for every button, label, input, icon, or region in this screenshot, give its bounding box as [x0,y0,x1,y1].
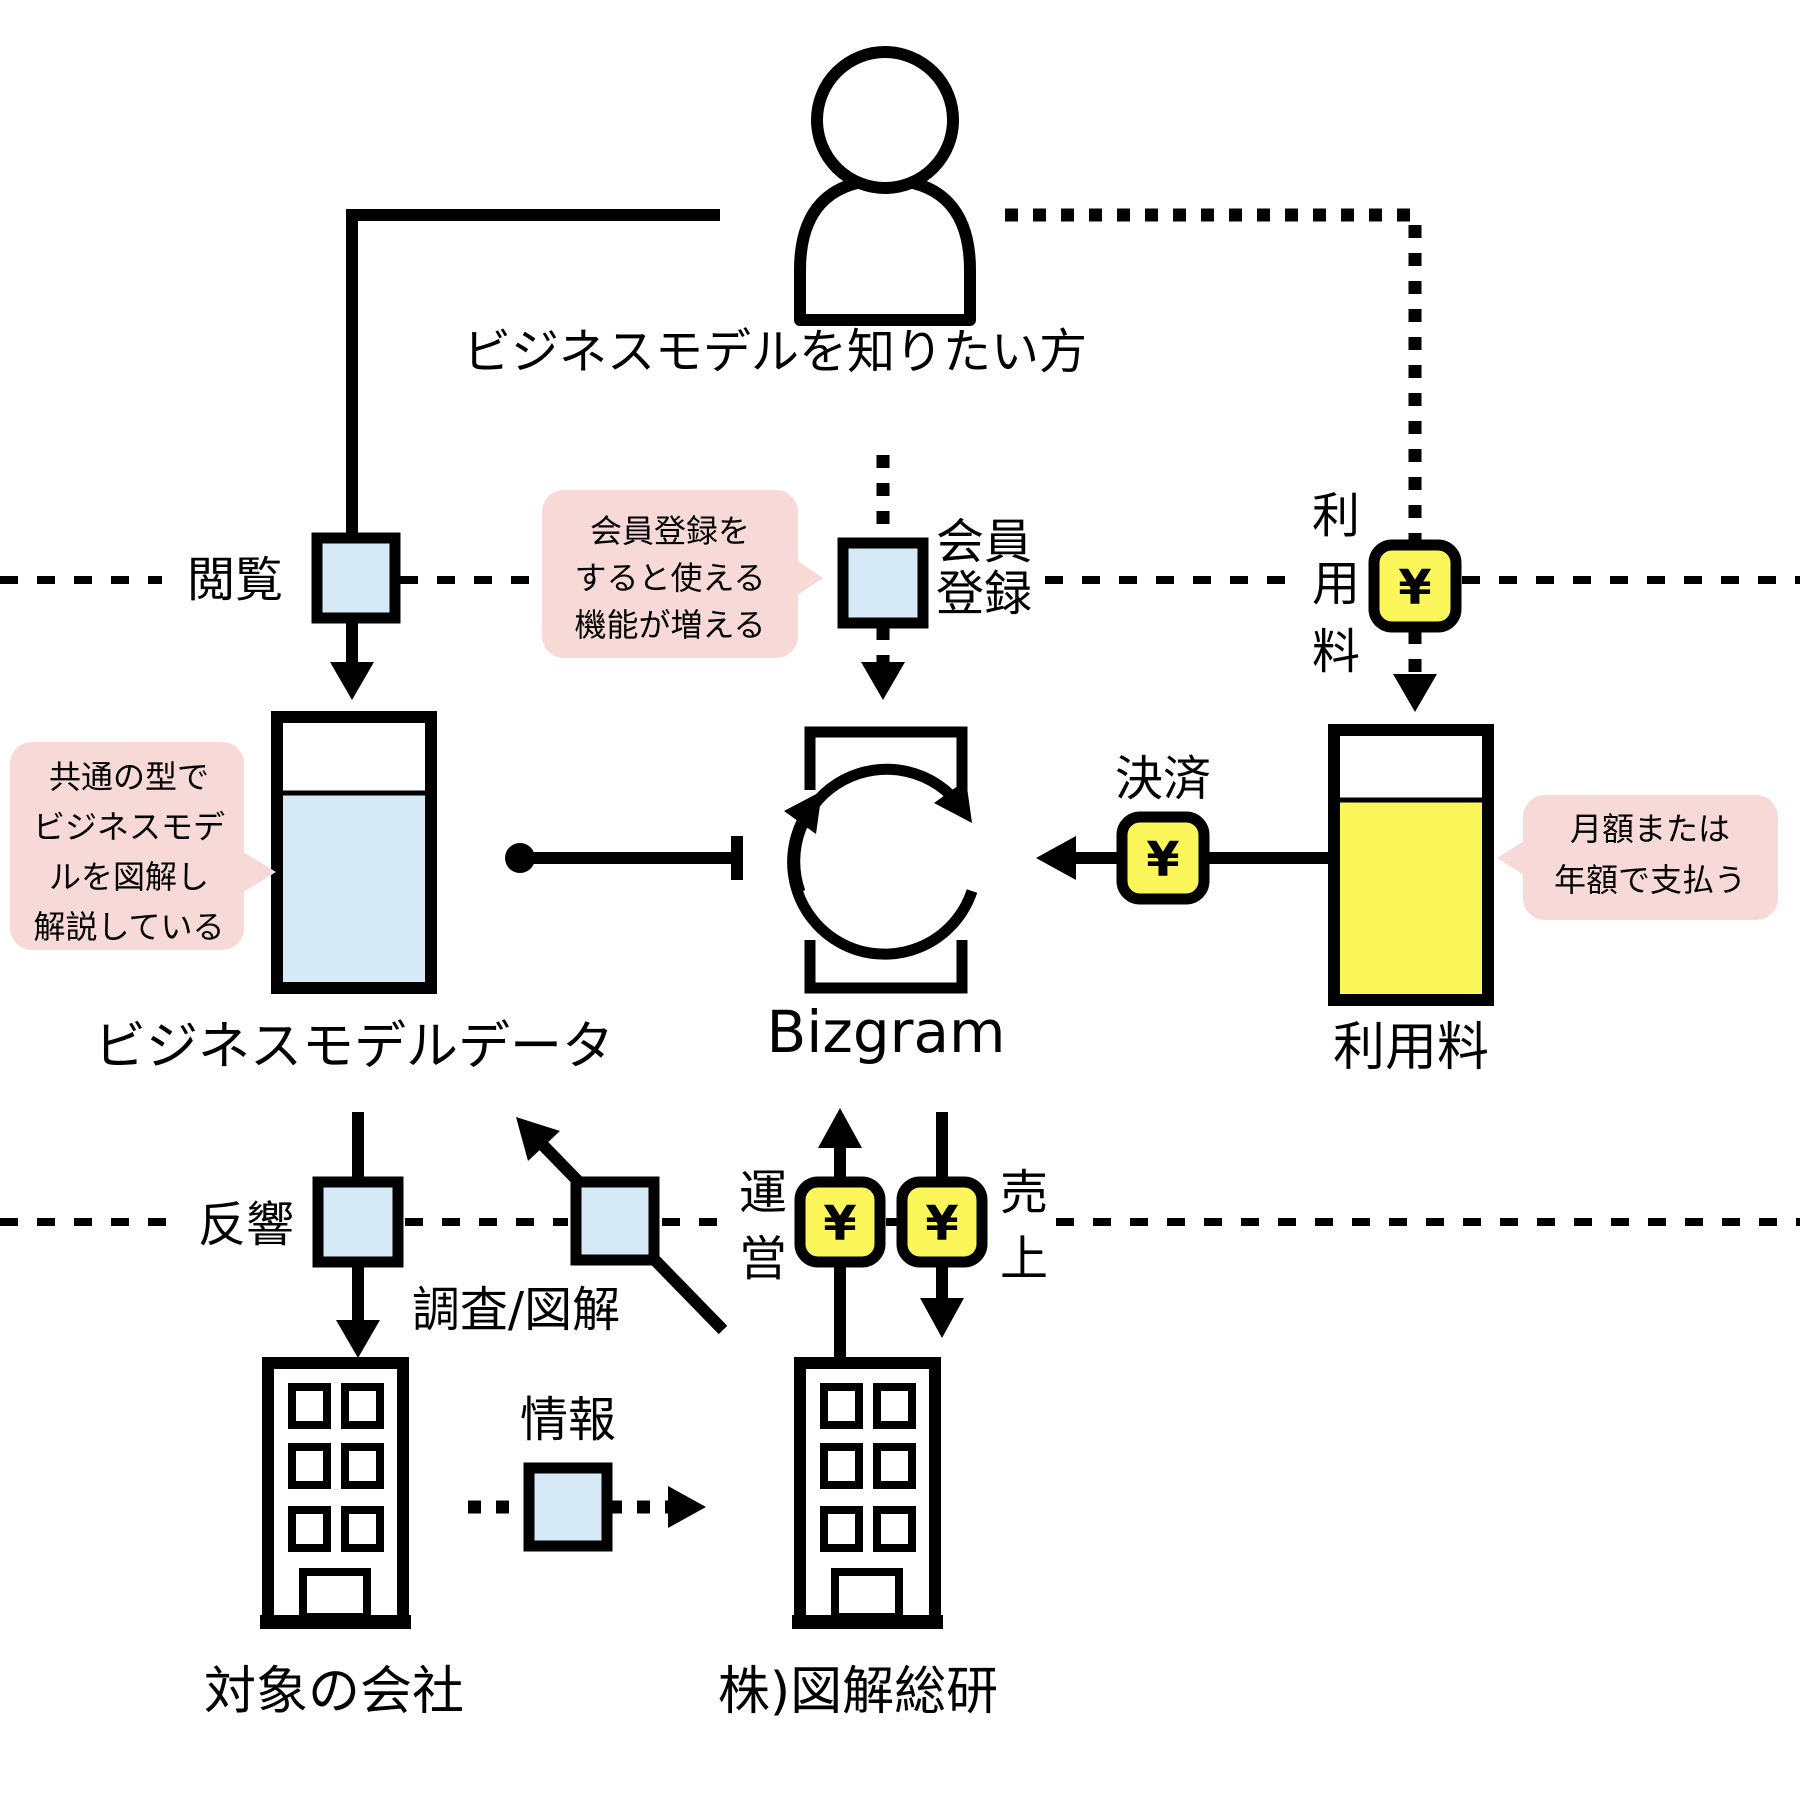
operation-arrowhead-icon [818,1108,862,1148]
info-arrowhead-icon [668,1486,706,1528]
bizgram-bracket-top-icon [804,726,968,790]
person-head-icon [811,46,959,194]
callout-common-format-bubble [10,742,244,950]
payment-yen-badge [1116,811,1210,905]
persona-label: ビジネスモデルを知りたい方 [463,324,1087,380]
usage-fee-yen-badge [1368,539,1462,633]
bizgram-label: Bizgram [766,998,1005,1066]
persona-to-fee-dotted-line [1005,208,1422,541]
operation-yen-badge [794,1176,886,1268]
zukai-soken-label: 株)図解総研 [718,1662,998,1722]
sales-char-2: 上 [1000,1231,1048,1287]
member-label-top: 会員 [936,514,1032,570]
callout-member-benefit-bubble [542,490,798,658]
browse-square [311,532,401,624]
research-connector: 調査/図解 [412,1117,728,1338]
callout-common-format: 共通の型で ビジネスモデ ルを図解し 解説している [10,742,276,950]
operation-yen-symbol: ¥ [823,1196,856,1252]
bizgram-bracket-bottom-icon [804,940,968,994]
bizgram-cycle-arrowhead-right-icon [934,780,972,823]
zukai-soken-door-icon [831,1568,903,1621]
callout-billing: 月額または 年額で支払う [1497,795,1778,920]
member-arrowhead-icon [861,662,905,700]
callout-member-benefit-pointer-icon [790,556,823,600]
callout-billing-bubble [1523,795,1778,920]
operation-char-1: 運 [739,1165,787,1221]
operation-char-2: 営 [739,1231,787,1287]
payment-yen-symbol: ¥ [1146,832,1179,888]
callout-common-format-line1: 共通の型で [49,758,209,796]
usage-fee-char-2: 用 [1312,556,1360,612]
target-company-windows-icon [288,1383,384,1621]
callout-common-format-pointer-icon [240,850,276,894]
fee-container-node: 利用料 [1328,724,1494,1078]
zukai-soken-node: 株)図解総研 [718,1357,998,1722]
callout-member-benefit-line1: 会員登録を [590,512,750,550]
data-container-fill [283,793,425,982]
fee-container-fill [1340,800,1482,994]
target-company-node: 対象の会社 [204,1357,464,1722]
data-container-node: ビジネスモデルデータ [94,711,614,1077]
usage-fee-yen-symbol: ¥ [1398,560,1431,616]
callout-member-benefit-line3: 機能が増える [574,606,765,644]
persona-user-icon [794,46,976,326]
research-square [570,1176,660,1266]
usage-fee-char-1: 利 [1312,488,1360,544]
connector-tack-icon [731,836,743,880]
zukai-soken-windows-icon [820,1383,916,1621]
zukai-soken-base [792,1615,943,1629]
callout-common-format-line3: ルを図解し [49,858,209,896]
response-arrowhead-icon [336,1320,380,1358]
callout-member-benefit-line2: すると使える [574,559,765,597]
fee-container-label: 利用料 [1333,1018,1489,1078]
person-body-icon [794,174,976,326]
browse-arrowhead-icon [330,662,374,700]
operation-connector: ¥ 運 営 [739,1108,886,1360]
sales-connector: ¥ 売 上 [896,1112,1048,1338]
sales-arrowhead-icon [920,1298,964,1338]
usage-fee-arrowhead-icon [1393,674,1437,712]
usage-fee-connector: ¥ 利 用 料 [1312,488,1462,712]
target-company-door-icon [299,1568,371,1621]
member-square [837,537,929,629]
target-company-base [260,1615,411,1629]
target-company-label: 対象の会社 [204,1662,464,1722]
bizgram-node: Bizgram [766,726,1006,1066]
usage-fee-char-3: 料 [1312,624,1360,680]
sales-yen-symbol: ¥ [925,1196,958,1252]
info-square [523,1462,613,1552]
sales-yen-badge [896,1176,988,1268]
callout-billing-line2: 年額で支払う [1554,861,1746,899]
callout-billing-line1: 月額または [1570,810,1730,848]
callout-member-benefit: 会員登録を すると使える 機能が増える [542,490,823,658]
sales-char-1: 売 [1000,1165,1048,1221]
info-connector: 情報 [468,1392,706,1552]
payment-arrowhead-icon [1036,836,1076,880]
callout-common-format-line2: ビジネスモデ [33,808,225,846]
member-label-bottom: 登録 [936,566,1032,622]
bizgram-cycle-arrowhead-left-icon [784,791,822,834]
payment-connector: ¥ 決済 [1036,751,1334,905]
bizgram-cycle-arc-bottom-icon [787,803,978,960]
browse-label: 閲覧 [187,552,283,608]
callout-billing-pointer-icon [1497,836,1532,880]
research-arrowhead-icon [516,1117,560,1161]
data-to-bizgram-connector [505,836,743,880]
info-label: 情報 [520,1392,616,1448]
browse-connector: 閲覧 [187,532,401,700]
response-connector: 反響 [198,1112,404,1358]
data-container-label: ビジネスモデルデータ [94,1017,614,1077]
response-label: 反響 [198,1197,294,1253]
research-label: 調査/図解 [412,1282,620,1338]
member-registration-connector: 会員 登録 [837,455,1032,700]
payment-label: 決済 [1115,751,1211,807]
persona-to-browse-line [346,209,720,538]
response-square [312,1176,404,1268]
bizgram-cycle-arc-top-icon [789,763,966,894]
callout-common-format-line4: 解説している [33,908,224,946]
